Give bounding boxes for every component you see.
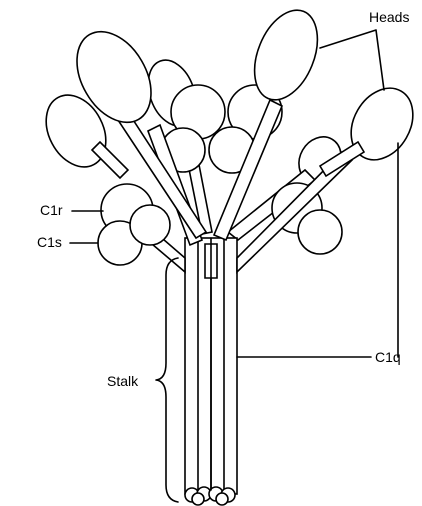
heads-leader-line: [320, 30, 384, 90]
stalk-label: Stalk: [107, 373, 139, 389]
heads-label: Heads: [369, 9, 409, 25]
front-left-small-globule: [130, 205, 170, 245]
c1s-callout: C1s: [37, 234, 98, 250]
stalk-brace: [156, 258, 178, 502]
stalk-callout: Stalk: [107, 258, 178, 502]
c1r-label: C1r: [40, 202, 63, 218]
stalk-base-bundle: [185, 487, 235, 505]
c1q-label: C1q: [375, 349, 401, 365]
heads-callout: Heads: [320, 9, 409, 90]
c1s-label: C1s: [37, 234, 62, 250]
c1r-callout: C1r: [40, 202, 103, 218]
